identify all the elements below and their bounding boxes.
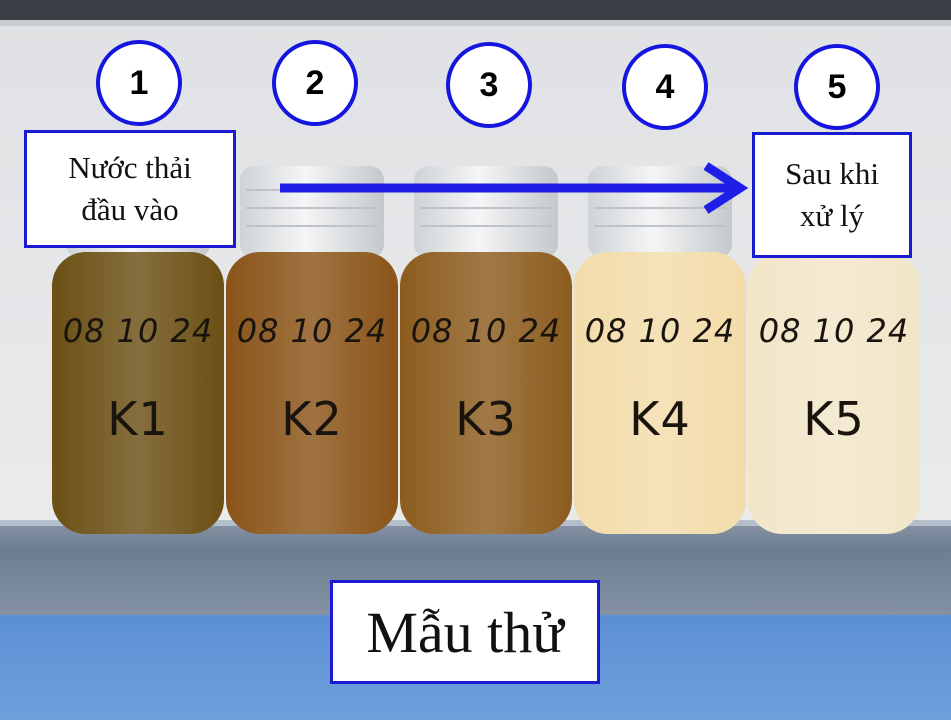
bottle-cap-4 <box>588 166 732 258</box>
bottle-cap-2 <box>240 166 384 258</box>
bottle-shine <box>226 252 398 534</box>
bottle-shine <box>748 252 920 534</box>
influent-label: Nước thải đầu vào <box>24 130 236 248</box>
bottle-date-3: 08 10 24 <box>410 312 562 350</box>
bottle-code-3: K3 <box>455 392 517 446</box>
influent-label-line2: đầu vào <box>81 192 179 227</box>
bottle-cap-3 <box>414 166 558 258</box>
bottle-date-2: 08 10 24 <box>236 312 388 350</box>
bottle-date-4: 08 10 24 <box>584 312 736 350</box>
bottle-code-4: K4 <box>629 392 691 446</box>
number-circle-3: 3 <box>446 42 532 128</box>
number-circle-1: 1 <box>96 40 182 126</box>
sample-title: Mẫu thử <box>330 580 600 684</box>
bottle-date-5: 08 10 24 <box>758 312 910 350</box>
influent-label-line1: Nước thải <box>68 150 192 185</box>
treated-label: Sau khi xử lý <box>752 132 912 258</box>
number-circle-2: 2 <box>272 40 358 126</box>
bottle-shine <box>400 252 572 534</box>
treated-label-line2: xử lý <box>799 198 865 233</box>
bottle-shine <box>52 252 224 534</box>
bottle-code-5: K5 <box>803 392 865 446</box>
treated-label-line1: Sau khi <box>785 156 879 191</box>
number-circle-4: 4 <box>622 44 708 130</box>
bottle-code-2: K2 <box>281 392 343 446</box>
bottle-shine <box>574 252 746 534</box>
bottle-date-1: 08 10 24 <box>62 312 214 350</box>
bottle-code-1: K1 <box>107 392 169 446</box>
number-circle-5: 5 <box>794 44 880 130</box>
